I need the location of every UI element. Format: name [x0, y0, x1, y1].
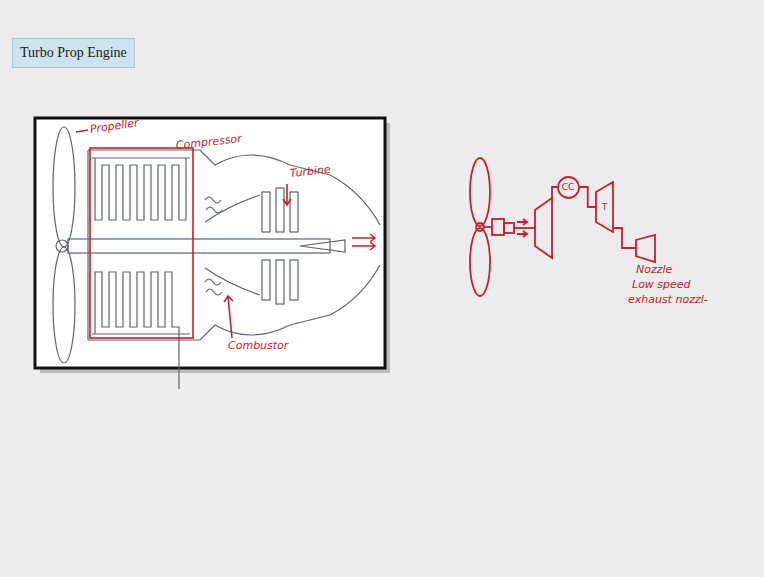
- node-label: T: [596, 202, 613, 212]
- turbine-leader: [283, 184, 291, 205]
- schematic: [470, 158, 655, 296]
- node-label: CC: [557, 182, 580, 192]
- combustor-leader: [224, 296, 233, 338]
- exhaust-arrows: [352, 234, 375, 250]
- note-text: Low speed: [632, 279, 691, 291]
- part-label: Combustor: [228, 340, 288, 352]
- combustion-chamber-circle: CC: [557, 176, 580, 199]
- note-text: exhaust nozzl-: [628, 294, 708, 306]
- connector-line: [580, 187, 597, 207]
- image-frame: [35, 118, 385, 368]
- nozzle-symbol: [636, 235, 655, 262]
- part-label: Nozzle: [636, 264, 672, 276]
- turbine-symbol: T: [596, 182, 613, 232]
- page-title: Turbo Prop Engine: [12, 38, 135, 68]
- compressor-symbol: [535, 198, 552, 258]
- red-annotations: [76, 130, 375, 338]
- compressor-outline: [90, 148, 193, 338]
- propeller-leader: [76, 130, 88, 132]
- engine-sketch: [53, 127, 380, 389]
